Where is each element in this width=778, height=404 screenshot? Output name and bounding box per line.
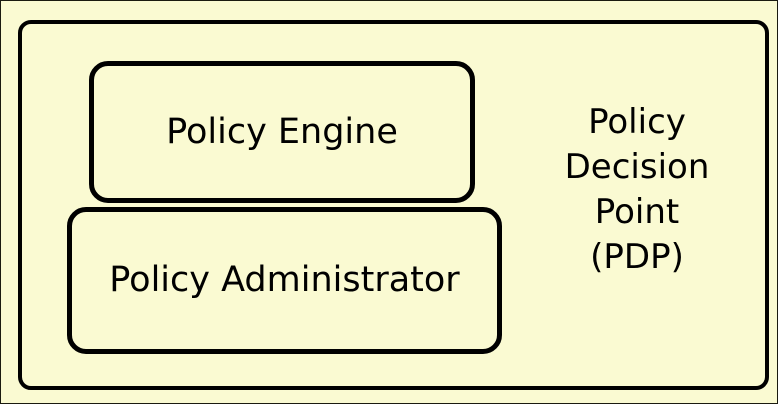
policy-administrator-label: Policy Administrator — [109, 260, 460, 301]
policy-engine-box[interactable]: Policy Engine — [89, 61, 475, 203]
policy-administrator-box[interactable]: Policy Administrator — [67, 207, 502, 354]
policy-decision-point-container: Policy Engine Policy Administrator Polic… — [18, 20, 769, 390]
policy-decision-point-caption: Policy Decision Point (PDP) — [564, 102, 710, 277]
policy-engine-label: Policy Engine — [166, 111, 398, 152]
